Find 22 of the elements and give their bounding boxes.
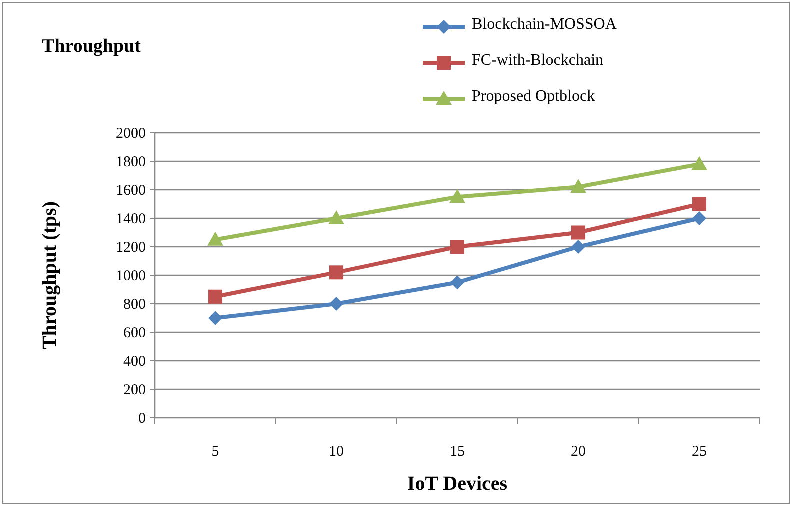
y-tick-label: 600 — [124, 326, 146, 342]
y-axis-title: Throughput (tps) — [39, 201, 61, 350]
y-tick-label: 1800 — [116, 154, 146, 170]
x-tick-label: 10 — [329, 444, 344, 460]
y-tick-label: 2000 — [116, 126, 146, 142]
legend-label: Proposed Optblock — [472, 88, 596, 106]
y-tick-label: 1600 — [116, 183, 146, 199]
chart-title: Throughput — [42, 36, 141, 58]
x-tick-label: 25 — [692, 444, 707, 460]
y-tick-label: 1200 — [116, 240, 146, 256]
y-tick-label: 200 — [124, 382, 146, 398]
x-tick-label: 20 — [571, 444, 586, 460]
y-tick-label: 1000 — [116, 268, 146, 284]
y-tick-label: 800 — [124, 297, 146, 313]
y-tick-label: 0 — [138, 411, 146, 427]
x-tick-label: 5 — [212, 444, 220, 460]
legend-label: Blockchain-MOSSOA — [472, 16, 617, 34]
x-axis-title: IoT Devices — [407, 473, 508, 495]
y-tick-label: 400 — [124, 354, 146, 370]
x-tick-label: 15 — [450, 444, 465, 460]
legend-label: FC-with-Blockchain — [472, 52, 604, 70]
y-tick-label: 1400 — [116, 212, 146, 228]
